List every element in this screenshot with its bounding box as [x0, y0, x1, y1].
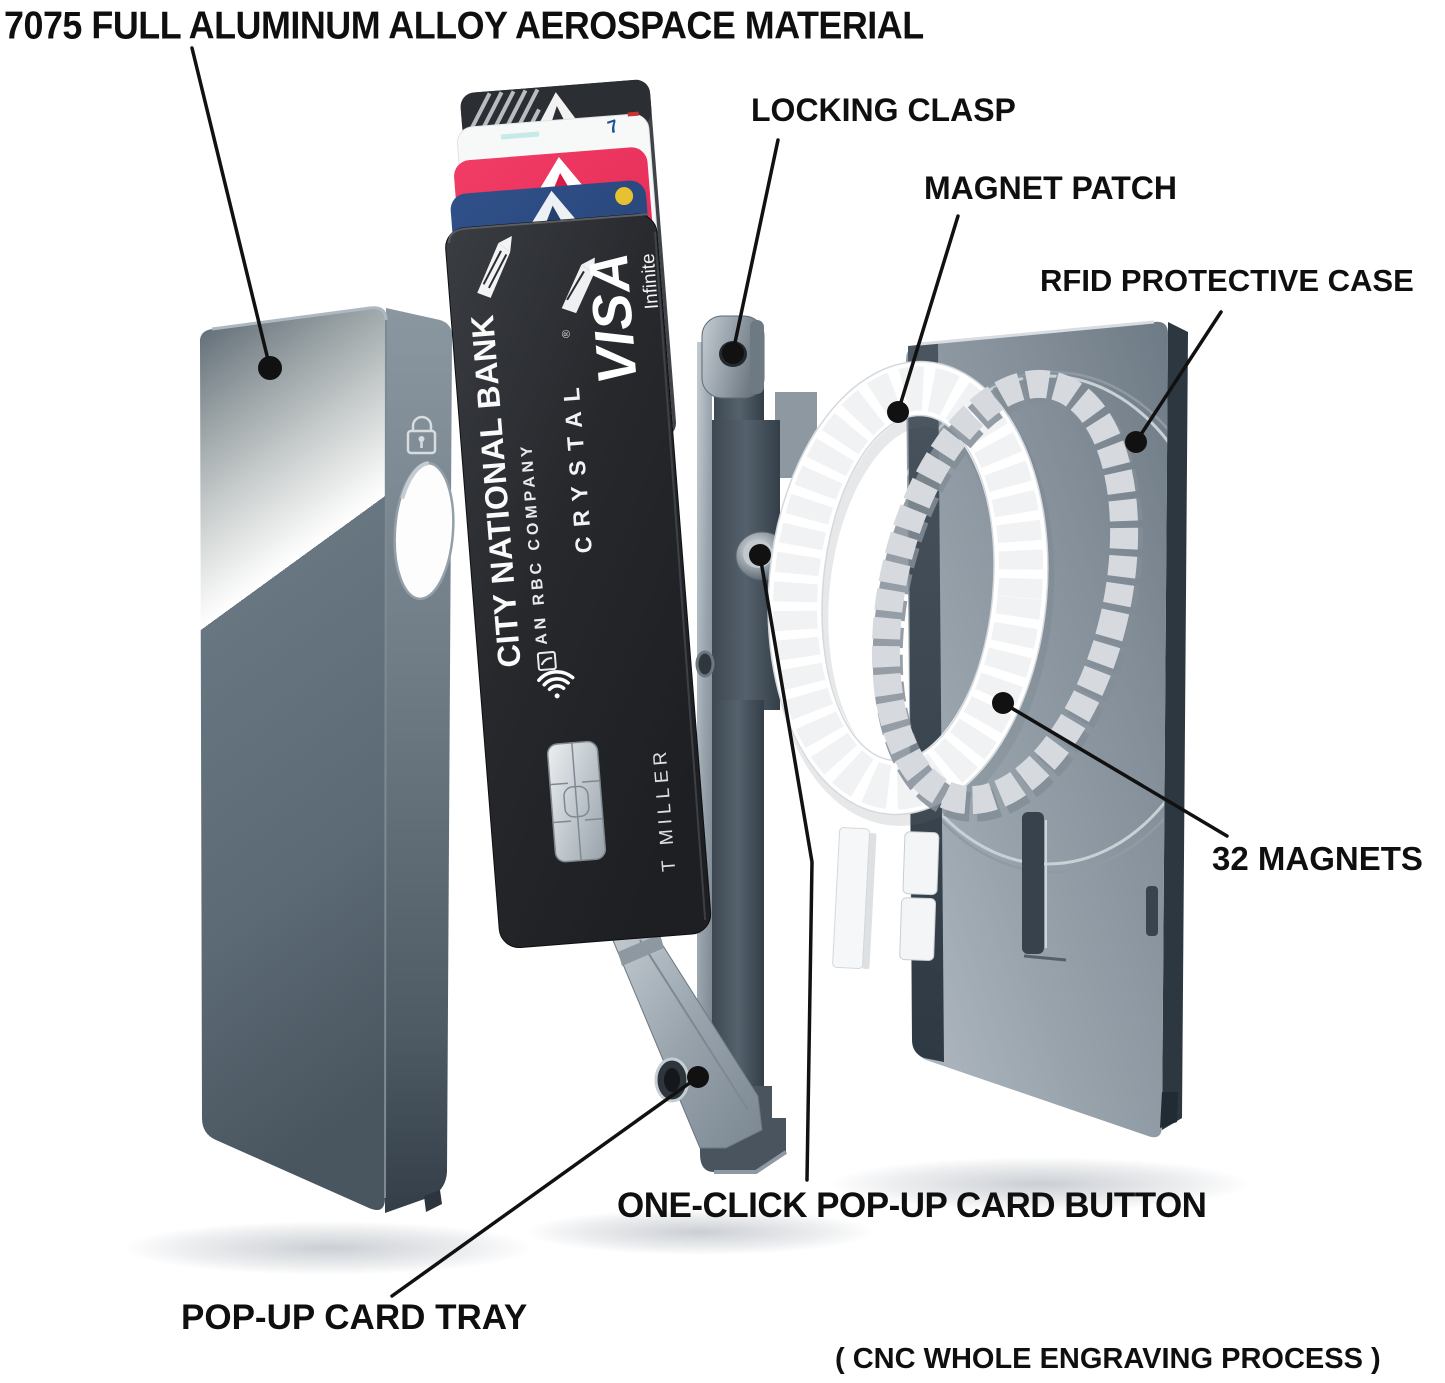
crystal-flag-logo-icon: [561, 257, 595, 314]
magnet-square: [902, 831, 940, 896]
tray-tab: [618, 934, 664, 966]
case-corner-step: [1160, 1092, 1178, 1128]
label-popup-button: ONE-CLICK POP-UP CARD BUTTON: [617, 1186, 1207, 1225]
visa-tier: Infinite: [638, 253, 663, 310]
contactless-icon: [537, 670, 575, 699]
card-emblem-dot: [615, 187, 634, 206]
leader-tray: [390, 1075, 700, 1298]
label-material: 7075 FULL ALUMINUM ALLOY AEROSPACE MATER…: [4, 4, 924, 48]
magnet-square: [899, 897, 937, 962]
leader-magnets: [1001, 701, 1229, 838]
case-top-edge: [919, 320, 1155, 346]
clasp-hook-hole: [695, 650, 715, 678]
leader-button: [758, 553, 814, 1182]
magnet-segment-ring: [871, 369, 1143, 822]
magnet-strip: [832, 827, 871, 970]
case-face: [906, 321, 1168, 1138]
visa-card: CITY NATIONAL BANK AN RBC COMPANY CRYSTA…: [445, 213, 712, 949]
leader-material: [190, 46, 272, 370]
case-cover-right-edge: [384, 319, 387, 1199]
leader-patch: [896, 214, 960, 414]
lock-icon: [406, 415, 437, 455]
label-popup-tray: POP-UP CARD TRAY: [181, 1298, 528, 1337]
aluminum-case-cover: [199, 306, 455, 1213]
registered-mark: ®: [560, 329, 573, 338]
case-center-slot: [1022, 812, 1044, 954]
label-locking-clasp: LOCKING CLASP: [751, 92, 1016, 128]
frame-rail: [697, 342, 712, 1087]
thumb-cutout: [393, 461, 455, 601]
label-cnc-note: ( CNC WHOLE ENGRAVING PROCESS ): [835, 1343, 1381, 1375]
leader-clasp: [731, 138, 780, 354]
label-32-magnets: 32 MAGNETS: [1212, 840, 1423, 877]
case-side-slot: [1146, 886, 1158, 936]
bank-flag-logo-icon: [477, 235, 512, 298]
case-cover-notch: [424, 1190, 442, 1212]
visa-wordmark: VISA: [577, 250, 649, 387]
magnet-blocks: [832, 827, 940, 970]
label-magnet-patch: MAGNET PATCH: [924, 170, 1178, 206]
leader-lines: [190, 46, 1229, 1298]
emv-chip: [546, 740, 607, 863]
case-cover-front-face: [199, 307, 386, 1211]
case-cover-top-edge: [211, 306, 388, 331]
case-right-side: [1162, 322, 1188, 1130]
leader-rfid: [1134, 310, 1223, 444]
label-rfid-case: RFID PROTECTIVE CASE: [1040, 263, 1414, 298]
case-cover-side-face: [385, 308, 453, 1213]
rbc-lion-icon: [536, 651, 557, 672]
ground-shadows: [123, 1157, 1250, 1275]
